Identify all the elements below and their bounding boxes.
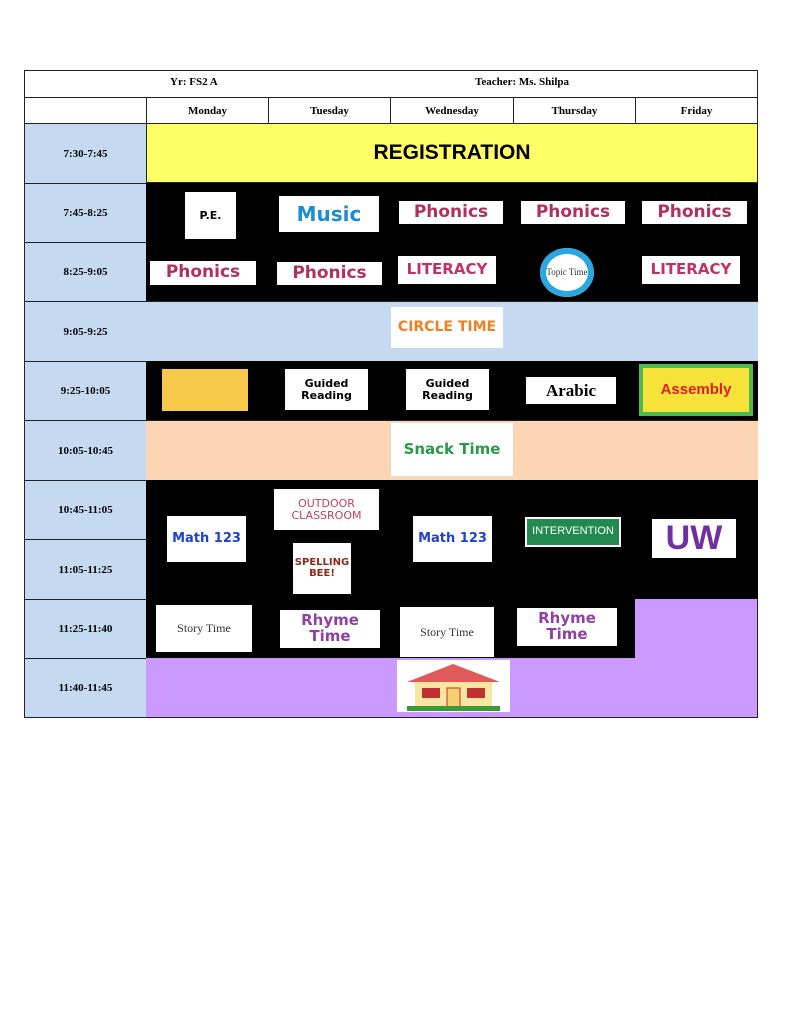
topic-time-image: Topic Time [540, 248, 594, 297]
corner-cell [24, 97, 147, 124]
assembly-image: Assembly [639, 364, 753, 416]
guided-reading-image: Guided Reading [285, 369, 368, 410]
phonics-image: Phonics [150, 261, 256, 285]
time-slot: 10:05-10:45 [24, 420, 147, 481]
intervention-image: INTERVENTION [525, 517, 621, 547]
day-friday: Friday [635, 97, 758, 124]
day-tuesday: Tuesday [268, 97, 391, 124]
phonics-image: Phonics [642, 201, 747, 224]
literacy-image: LITERACY [642, 256, 740, 284]
year-label: Yr: FS2 A [170, 76, 218, 88]
rhyme-time-image: Rhyme Time [280, 610, 380, 648]
story-time-image: Story Time [156, 605, 252, 652]
time-slot: 11:05-11:25 [24, 539, 147, 600]
time-slot: 9:05-9:25 [24, 301, 147, 362]
literacy-image: LITERACY [398, 256, 496, 284]
title-row [24, 70, 758, 98]
playground-image [162, 369, 248, 411]
time-slot: 11:25-11:40 [24, 599, 147, 659]
day-wednesday: Wednesday [390, 97, 514, 124]
phonics-image: Phonics [399, 201, 503, 224]
day-thursday: Thursday [513, 97, 636, 124]
arabic-image: Arabic [526, 377, 616, 404]
guided-reading-image: Guided Reading [406, 369, 489, 410]
math-image: Math 123 [167, 516, 246, 562]
spelling-bee-image: SPELLING BEE! [293, 543, 351, 594]
house-icon [407, 664, 500, 711]
rhyme-time-image: Rhyme Time [517, 608, 617, 646]
day-monday: Monday [146, 97, 269, 124]
outdoor-classroom-image: OUTDOOR CLASSROOM [274, 489, 379, 530]
pe-image: P.E. [185, 192, 236, 239]
story-time-image: Story Time [400, 607, 494, 657]
time-slot: 10:45-11:05 [24, 480, 147, 540]
uw-image: UW [652, 519, 736, 558]
time-slot: 9:25-10:05 [24, 361, 147, 421]
circle-time-image: CIRCLE TIME [391, 307, 503, 348]
teacher-label: Teacher: Ms. Shilpa [475, 76, 570, 88]
music-image: Music [279, 196, 379, 232]
time-slot: 7:45-8:25 [24, 183, 147, 243]
registration-band: REGISTRATION [146, 123, 758, 183]
time-slot: 8:25-9:05 [24, 242, 147, 302]
math-image: Math 123 [413, 516, 492, 562]
time-slot: 11:40-11:45 [24, 658, 147, 718]
house-image [397, 660, 510, 712]
phonics-image: Phonics [521, 201, 625, 224]
phonics-image: Phonics [277, 262, 382, 285]
time-slot: 7:30-7:45 [24, 123, 147, 184]
snack-time-image: Snack Time [391, 423, 513, 476]
